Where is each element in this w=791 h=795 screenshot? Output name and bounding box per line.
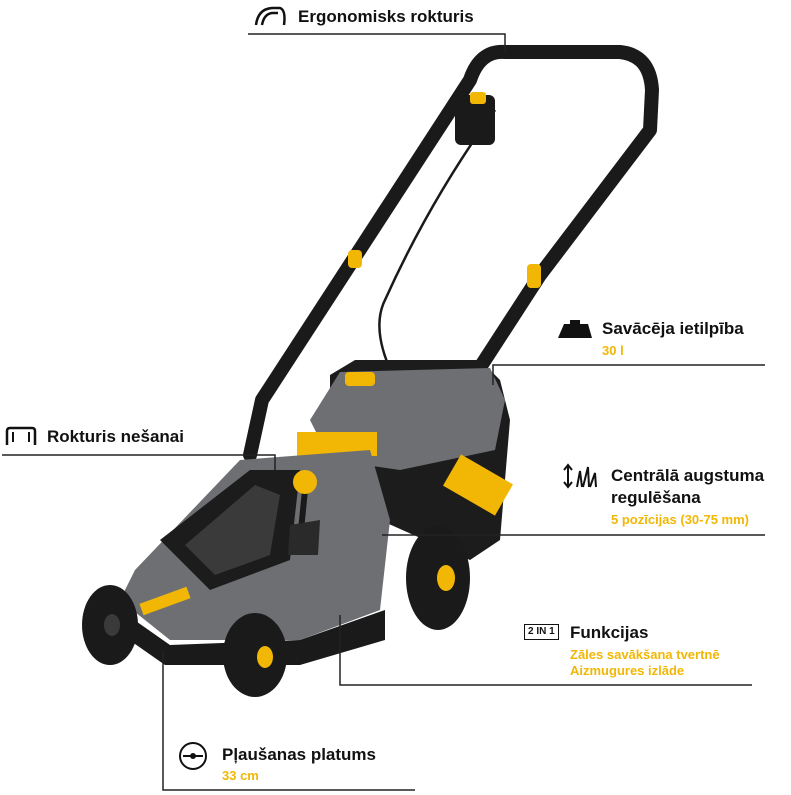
power-cable (378, 109, 497, 381)
lid-yellow-tab (345, 372, 375, 386)
cutting-width-icon (179, 742, 207, 770)
functions-callout-line1: Zāles savākšana tvertnē (570, 647, 720, 662)
rear-wheel (406, 526, 470, 630)
brand-side-logo (443, 454, 513, 516)
motor-vent (185, 485, 280, 575)
functions-callout-line2: Aizmugures izlāde (570, 663, 685, 678)
switch-box (455, 95, 495, 145)
height-callout-value: 5 pozīcijas (30-75 mm) (611, 512, 749, 527)
height-lever-base (288, 520, 320, 555)
functions-callout-title: Funkcijas (570, 623, 649, 642)
collector-callout-title: Savācēja ietilpība (602, 319, 744, 338)
deck-skirt (115, 610, 385, 665)
switch-lever (470, 92, 486, 104)
width-callout-value: 33 cm (222, 768, 259, 783)
handle-knob-left (348, 250, 362, 268)
carry-callout-title: Rokturis nešanai (47, 427, 184, 446)
handle-frame (243, 44, 659, 467)
grass-box-icon (558, 320, 592, 338)
front-wheel-left (82, 585, 138, 665)
width-callout-title: Pļaušanas platums (222, 745, 377, 764)
height-lever-knob (293, 470, 317, 494)
brand-front-logo (139, 586, 191, 616)
handle-callout-title: Ergonomisks rokturis (298, 7, 474, 26)
callout-lines (2, 33, 765, 791)
collector-callout-value: 30 l (602, 343, 624, 358)
handle-knob-right (527, 264, 541, 288)
carry-handle-icon (5, 426, 37, 445)
height-callout-title-line2: regulēšana (611, 488, 701, 507)
front-wheel-right (223, 613, 287, 697)
height-callout-title-line1: Centrālā augstuma (611, 466, 765, 485)
handle-icon (254, 6, 286, 26)
two-in-one-icon: 2 IN 1 (524, 624, 559, 640)
height-adjust-icon (563, 463, 597, 489)
